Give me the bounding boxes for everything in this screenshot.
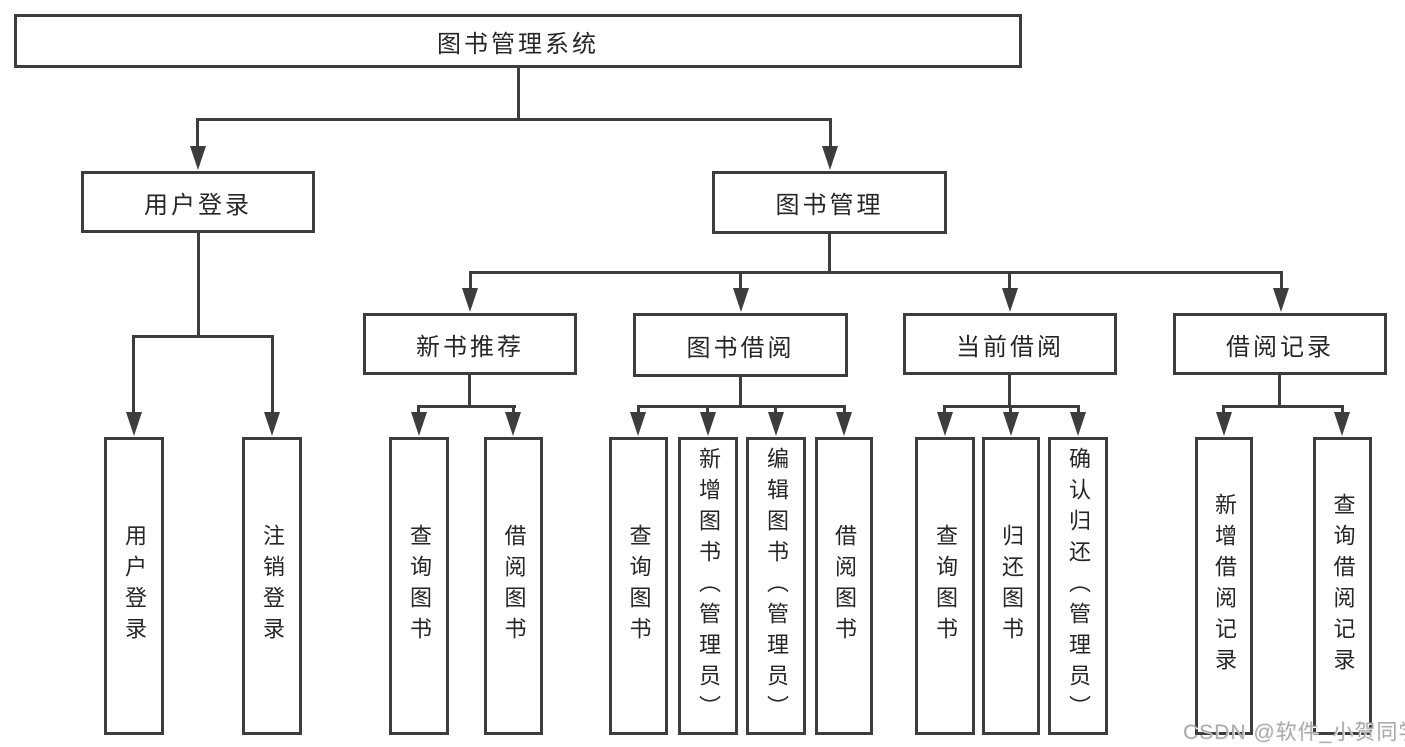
connector-stub <box>843 405 846 417</box>
node-label: 用户登录 <box>144 191 252 219</box>
node-logout: 注销登录 <box>242 437 302 735</box>
node-borrow-book: 借阅图书 <box>815 437 873 735</box>
connector-user-login-trunk <box>197 232 200 338</box>
node-user-login-leaf: 用户登录 <box>104 437 164 735</box>
arrow-down-icon <box>700 412 716 436</box>
node-label: 编辑图书（管理员） <box>764 446 789 726</box>
node-confirm-return-admin: 确认归还（管理员） <box>1048 437 1108 735</box>
node-label: 借阅图书 <box>501 524 527 648</box>
node-borrow-book-recommend: 借阅图书 <box>484 437 543 735</box>
arrow-down-icon <box>190 146 206 170</box>
arrow-down-icon <box>733 288 749 312</box>
node-label: 当前借阅 <box>956 333 1064 361</box>
arrow-down-icon <box>822 146 838 170</box>
connector-recommend-spread <box>417 405 516 408</box>
node-label: 图书管理系统 <box>437 30 599 58</box>
connector-drop-login <box>132 335 135 415</box>
node-edit-book-admin: 编辑图书（管理员） <box>746 437 806 735</box>
connector-stub <box>706 405 709 417</box>
node-query-book-borrow: 查询图书 <box>609 437 668 735</box>
arrow-down-icon <box>1003 412 1019 436</box>
connector-borrow-trunk <box>739 376 742 408</box>
arrow-down-icon <box>1273 288 1289 312</box>
connector-root-trunk <box>517 67 520 121</box>
connector-stub <box>637 405 640 417</box>
connector-stub <box>1009 405 1012 417</box>
connector-user-login-spread <box>132 335 274 338</box>
node-label: 新增借阅记录 <box>1212 493 1237 679</box>
node-library-management-system: 图书管理系统 <box>14 14 1022 68</box>
node-return-book: 归还图书 <box>982 437 1040 735</box>
connector-drop-current-borrow <box>1008 271 1011 291</box>
node-query-borrow-record: 查询借阅记录 <box>1313 437 1372 735</box>
connector-current-trunk <box>1008 374 1011 408</box>
node-label: 新增图书（管理员） <box>696 446 721 726</box>
connector-drop-book-borrow <box>739 271 742 291</box>
arrow-down-icon <box>630 412 646 436</box>
node-current-borrow: 当前借阅 <box>903 313 1117 375</box>
arrow-down-icon <box>1334 412 1350 436</box>
connector-book-management-spread <box>469 271 1283 274</box>
node-label: 查询图书 <box>626 524 652 648</box>
arrow-down-icon <box>126 412 142 436</box>
node-label: 确认归还（管理员） <box>1066 446 1091 726</box>
arrow-down-icon <box>411 412 427 436</box>
arrow-down-icon <box>1216 412 1232 436</box>
connector-stub <box>417 405 420 417</box>
connector-record-trunk <box>1278 374 1281 408</box>
connector-stub <box>1077 405 1080 417</box>
connector-recommend-trunk <box>468 374 471 408</box>
node-new-book-recommend: 新书推荐 <box>363 313 577 375</box>
node-label: 借阅图书 <box>832 524 857 648</box>
csdn-watermark: CSDN @软件_小贺同学 <box>1183 721 1405 744</box>
arrow-down-icon <box>264 412 280 436</box>
arrow-down-icon <box>505 412 521 436</box>
arrow-down-icon <box>1070 412 1086 436</box>
arrow-down-icon <box>768 412 784 436</box>
node-query-book-recommend: 查询图书 <box>389 437 449 735</box>
connector-stub <box>1341 405 1344 417</box>
connector-book-management-trunk <box>828 233 831 274</box>
node-label: 图书管理 <box>775 192 884 219</box>
node-label: 查询图书 <box>933 524 958 648</box>
node-label: 借阅记录 <box>1226 333 1334 361</box>
connector-borrow-spread <box>637 405 846 408</box>
connector-stub <box>943 405 946 417</box>
connector-stub <box>774 405 777 417</box>
node-query-book-current: 查询图书 <box>915 437 975 735</box>
connector-stub <box>512 405 515 417</box>
connector-drop-book-management <box>829 118 832 150</box>
node-add-book-admin: 新增图书（管理员） <box>678 437 738 735</box>
node-label: 图书借阅 <box>686 334 795 362</box>
connector-drop-borrow-record <box>1280 271 1283 291</box>
connector-record-spread <box>1222 405 1344 408</box>
node-book-management: 图书管理 <box>712 171 947 234</box>
connector-drop-new-book <box>469 271 472 291</box>
node-label: 归还图书 <box>999 524 1024 648</box>
arrow-down-icon <box>937 412 953 436</box>
connector-stub <box>1222 405 1225 417</box>
node-add-borrow-record: 新增借阅记录 <box>1195 437 1253 735</box>
node-label: 查询图书 <box>407 524 432 648</box>
connector-drop-logout <box>271 335 274 415</box>
connector-root-spread <box>196 118 832 121</box>
node-borrow-record: 借阅记录 <box>1173 313 1387 375</box>
arrow-down-icon <box>462 288 478 312</box>
node-label: 新书推荐 <box>416 333 524 361</box>
node-user-login: 用户登录 <box>81 171 315 233</box>
arrow-down-icon <box>836 412 852 436</box>
node-label: 注销登录 <box>260 524 285 648</box>
node-label: 用户登录 <box>122 524 147 648</box>
node-book-borrow: 图书借阅 <box>633 313 848 377</box>
connector-drop-user-login <box>196 118 199 150</box>
node-label: 查询借阅记录 <box>1330 493 1356 679</box>
arrow-down-icon <box>1002 288 1018 312</box>
